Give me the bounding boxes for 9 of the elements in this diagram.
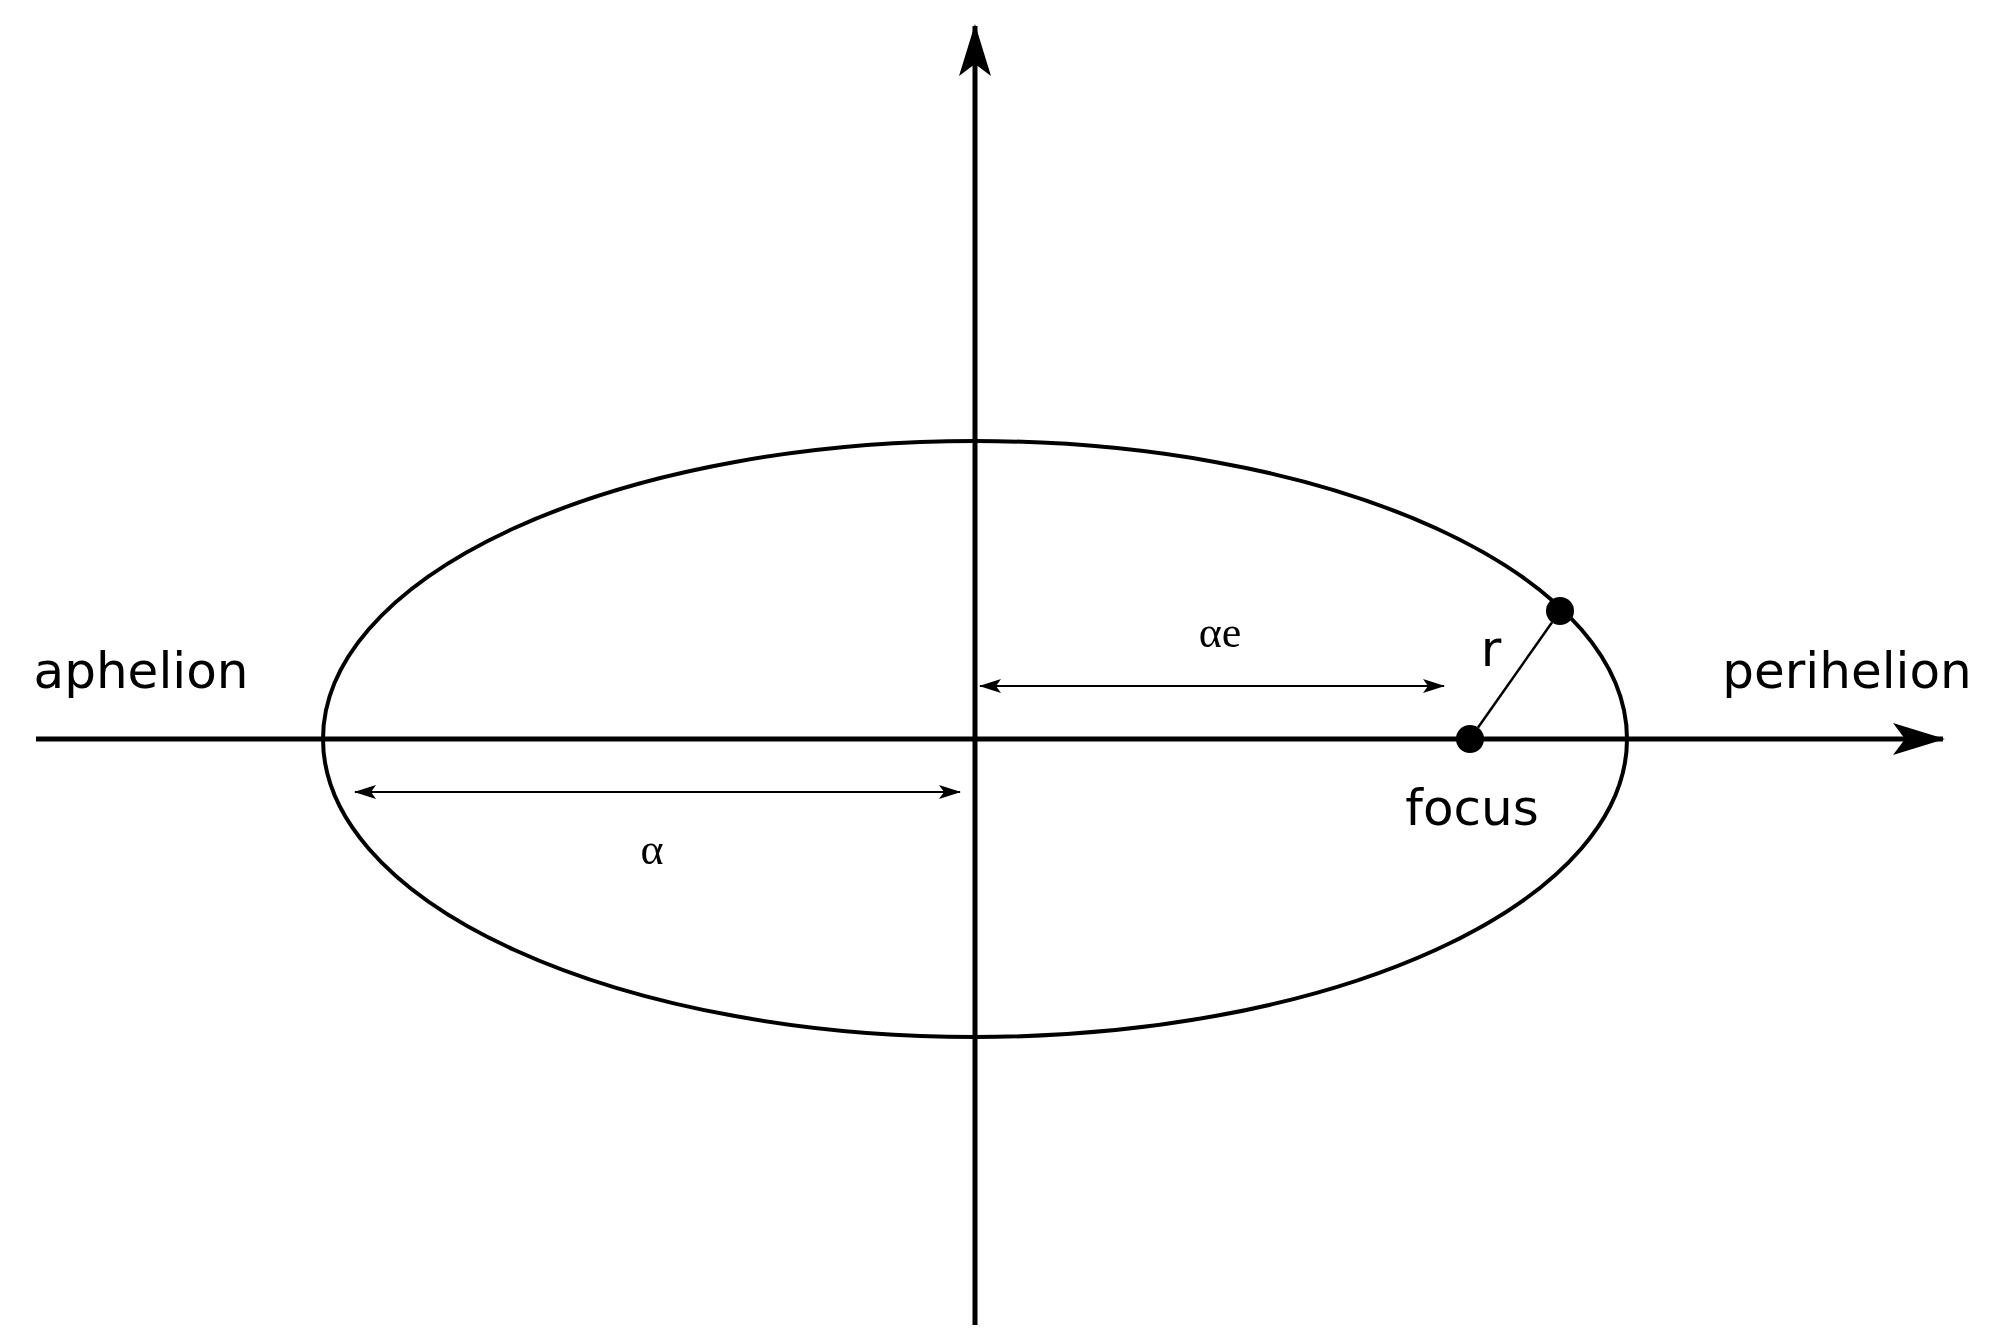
axis-label: perihelion [1722,646,1972,696]
edge-label: r [1480,624,1502,674]
point-marker [1546,597,1574,625]
axis-label: aphelion [33,646,249,696]
dimension-label: α [640,828,664,872]
point-marker [1456,725,1484,753]
dimension-label: αe [1198,611,1242,655]
connector-line [1477,621,1553,729]
point-label: focus [1405,783,1539,833]
